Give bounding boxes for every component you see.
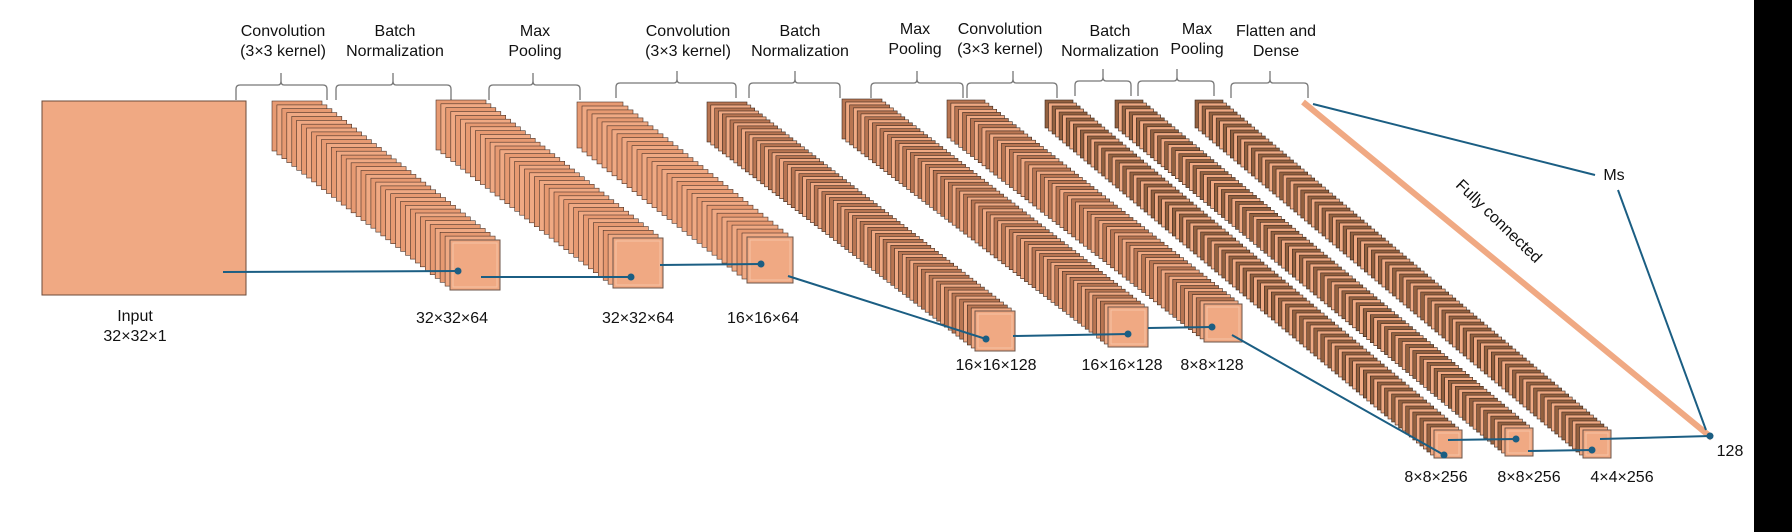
output-ms-label: Ms	[1603, 167, 1625, 184]
feature-map-front	[1203, 303, 1243, 343]
connector-dot	[1588, 446, 1596, 454]
stage-label-conv2: Convolution(3×3 kernel)	[645, 23, 731, 60]
bracket	[870, 71, 964, 98]
feature-map-front-inner	[452, 242, 498, 288]
stage-label-conv1: Convolution(3×3 kernel)	[240, 23, 326, 60]
feature-map-stack	[1114, 99, 1534, 457]
bracket	[488, 73, 581, 100]
connector-line	[1012, 333, 1129, 337]
feature-map-front-inner	[1436, 432, 1460, 456]
feature-map-stack	[435, 99, 664, 289]
connector-line	[1231, 334, 1445, 456]
connector-dot	[1208, 323, 1216, 331]
feature-map-stack	[841, 98, 1149, 348]
connector-dot	[982, 335, 990, 343]
feature-map-stack	[946, 99, 1243, 343]
layer-shape-label: 32×32×64	[601, 310, 675, 327]
feature-map-front-inner	[1206, 306, 1240, 340]
connector-line	[1599, 435, 1711, 440]
feature-map-front	[1582, 429, 1612, 459]
feature-map-front	[612, 237, 664, 289]
layer-shape-label: 16×16×128	[955, 357, 1037, 374]
connector-dot	[1512, 435, 1520, 443]
feature-map-stack	[1194, 99, 1612, 459]
dense-units-label: 128	[1716, 443, 1744, 460]
connector-dot	[1124, 330, 1132, 338]
connector-dot	[757, 260, 765, 268]
connector-ms-to-output	[1617, 189, 1707, 431]
layer-shape-label: 8×8×128	[1180, 357, 1244, 374]
bracket	[1137, 69, 1215, 96]
bracket	[966, 71, 1058, 98]
feature-map-stack	[706, 101, 1016, 352]
feature-map-front-inner	[749, 239, 791, 281]
connector-line	[787, 275, 987, 340]
feature-map-stack	[1044, 99, 1463, 459]
feature-map-front-inner	[1507, 430, 1531, 454]
stage-label-conv3: Convolution(3×3 kernel)	[957, 21, 1043, 58]
feature-map-front	[1107, 306, 1149, 348]
layer-shape-label: 8×8×256	[1404, 469, 1468, 486]
connector-dot	[1706, 432, 1714, 440]
network-diagram	[41, 69, 1714, 459]
connector-dot	[627, 273, 635, 281]
bracket	[335, 73, 452, 100]
bracket	[1074, 69, 1132, 96]
connector-dot	[454, 267, 462, 275]
feature-map-front-inner	[977, 313, 1013, 349]
connector-line	[1527, 449, 1593, 452]
bracket	[1230, 71, 1309, 98]
feature-map-front	[449, 239, 501, 291]
feature-map-front	[1433, 429, 1463, 459]
connector-dot	[1440, 451, 1448, 459]
connector-line	[1447, 438, 1517, 441]
feature-map-stack	[576, 101, 794, 284]
feature-map-front-inner	[1110, 309, 1146, 345]
connector-line	[222, 270, 459, 273]
feature-map-front-inner	[615, 240, 661, 286]
bracket	[615, 71, 737, 98]
fully-connected-bar	[1301, 99, 1714, 441]
bracket	[235, 73, 328, 100]
connector-line	[659, 263, 762, 266]
feature-map-front	[974, 310, 1016, 352]
layer-shape-label: 16×16×128	[1081, 357, 1163, 374]
connector-line	[1147, 326, 1213, 329]
input-image	[41, 100, 247, 296]
black-border	[1754, 0, 1792, 532]
connector-to-ms	[1312, 103, 1596, 176]
layer-shape-label: 8×8×256	[1497, 469, 1561, 486]
bracket	[748, 71, 841, 98]
layer-shape-label: 32×32×64	[415, 310, 489, 327]
layer-shape-label: 4×4×256	[1590, 469, 1654, 486]
feature-map-stack	[271, 100, 501, 291]
feature-map-front	[746, 236, 794, 284]
layer-shape-label: 16×16×64	[726, 310, 800, 327]
feature-map-front-inner	[1585, 432, 1609, 456]
